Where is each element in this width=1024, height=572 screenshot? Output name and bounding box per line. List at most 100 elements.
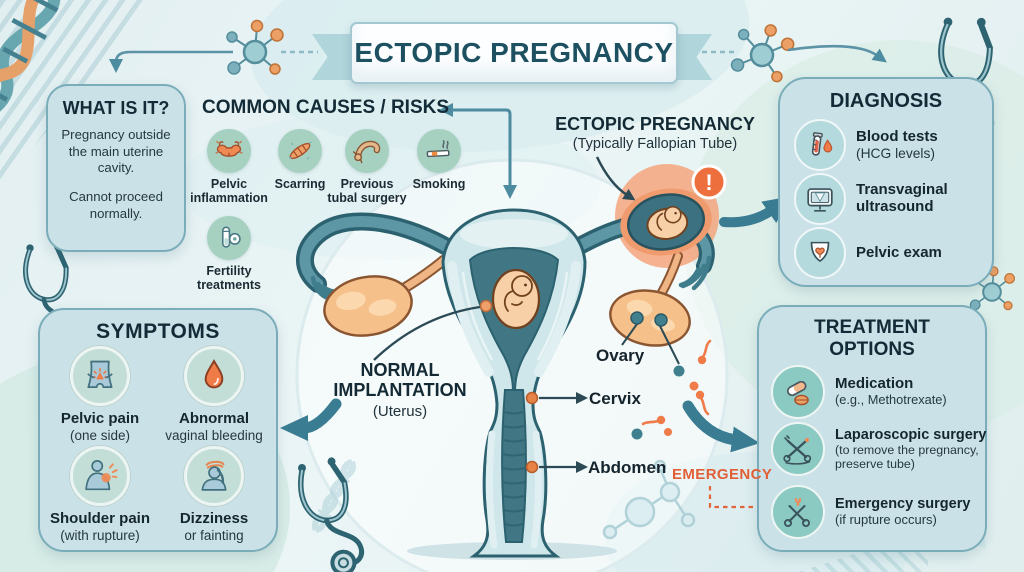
- symptom-sub: or fainting: [184, 527, 244, 543]
- normal-embryo: [491, 268, 541, 330]
- cause-label: Previous tubal surgery: [327, 177, 407, 205]
- left-ovary: [323, 275, 413, 337]
- arrow-to-symptoms: [280, 398, 342, 441]
- symptom-label: Pelvic pain: [60, 410, 140, 427]
- ovary-label: Ovary: [596, 346, 645, 365]
- diagnosis-item: Transvaginal ultrasound: [794, 173, 976, 225]
- normal-leader-line: [373, 305, 481, 361]
- ectopic-leader-line: [595, 156, 636, 201]
- ectopic-callout-sub: (Typically Fallopian Tube): [572, 136, 738, 152]
- laparoscopy-icon: [783, 435, 812, 465]
- emergency-label: EMERGENCY: [672, 466, 773, 483]
- arrow-to-treatment: [682, 400, 760, 453]
- scar-icon: [289, 141, 312, 160]
- diagnosis-label: Blood tests: [856, 127, 938, 145]
- symptom-item: Dizziness or fainting: [159, 446, 269, 543]
- cause-item: Pelvic inflammation: [185, 129, 273, 205]
- banner-box: ECTOPIC PREGNANCY: [350, 22, 678, 84]
- blood-drop-icon: [204, 359, 224, 389]
- symptom-sub: vaginal bleeding: [165, 427, 263, 443]
- treatment-label: Medication: [835, 375, 914, 393]
- treatment-label: Emergency surgery: [835, 496, 971, 513]
- ectopic-embryo: [620, 188, 712, 256]
- treatment-label: Laparoscopic surgery: [835, 426, 987, 443]
- molecule-icon: [602, 459, 696, 540]
- arrow-to-uterus: [503, 108, 517, 199]
- ovary-leader-line: [621, 323, 638, 346]
- treatment-item: Emergency surgery (if rupture occurs): [771, 485, 985, 539]
- what-is-it-text: Pregnancy outside the main uterine cavit…: [61, 127, 171, 176]
- what-is-it-title: WHAT IS IT?: [62, 98, 170, 118]
- right-ovary: [609, 289, 691, 347]
- cause-label: Smoking: [412, 177, 466, 191]
- diagnosis-label: Pelvic exam: [856, 243, 942, 261]
- emergency-surgery-icon: [784, 497, 810, 527]
- treatment-item: Laparoscopic surgery (to remove the preg…: [771, 422, 987, 476]
- diagnosis-item: Pelvic exam: [794, 227, 942, 279]
- fertility-test-tube-icon: [221, 226, 241, 248]
- symptom-label: Dizziness: [179, 510, 249, 527]
- symptom-item: Pelvic pain (one side): [45, 346, 155, 443]
- symptom-item: Shoulder pain (with rupture): [45, 446, 155, 543]
- symptom-sub: (one side): [69, 427, 131, 443]
- cigarette-icon: [426, 140, 450, 158]
- arrow-ectopic-to-diagnosis: [719, 196, 792, 228]
- cause-label: Fertility treatments: [197, 264, 261, 292]
- ovary-leader-line: [659, 325, 680, 365]
- what-is-it-panel: WHAT IS IT? Pregnancy outside the main u…: [46, 84, 186, 252]
- page-title: ECTOPIC PREGNANCY: [354, 37, 674, 68]
- arrow-to-diagnosis: [787, 44, 887, 63]
- diagnosis-sub: (HCG levels): [856, 145, 935, 161]
- treatment-sub: (e.g., Methotrexate): [835, 392, 947, 408]
- treatment-panel: TREATMENT OPTIONS Medication (e.g., Meth…: [757, 305, 987, 552]
- abdomen-label: Abdomen: [588, 458, 667, 477]
- normal-implantation-callout: NORMAL IMPLANTATION (Uterus): [330, 360, 470, 420]
- alert-icon: !: [691, 164, 727, 200]
- title-banner: ECTOPIC PREGNANCY: [312, 22, 712, 86]
- symptom-sub: (with rupture): [60, 527, 140, 543]
- cause-item: Smoking: [395, 129, 483, 191]
- ultrasound-icon: [807, 188, 833, 212]
- molecule-icon: [728, 16, 799, 85]
- cervix-label: Cervix: [589, 389, 641, 408]
- arrow-to-what-is-it: [109, 50, 233, 73]
- fallopian-tubes: [296, 212, 715, 302]
- diagnosis-title: DIAGNOSIS: [829, 90, 943, 112]
- what-is-it-text: Cannot proceed normally.: [69, 188, 163, 221]
- diagnosis-panel: DIAGNOSIS Blood tests (HCG levels): [778, 77, 994, 287]
- blood-test-icon: [811, 132, 833, 156]
- normal-implantation-title: NORMAL IMPLANTATION: [333, 360, 467, 400]
- treatment-sub: (if rupture occurs): [835, 511, 937, 527]
- causes-title: COMMON CAUSES / RISKS: [202, 97, 450, 118]
- cause-item: Fertility treatments: [185, 216, 273, 292]
- cause-item: Scarring: [256, 129, 344, 191]
- tubal-surgery-icon: [352, 140, 381, 164]
- ectopic-callout: ECTOPIC PREGNANCY (Typically Fallopian T…: [545, 114, 765, 152]
- molecule-icon: [225, 19, 285, 76]
- cause-item: Previous tubal surgery: [323, 129, 411, 205]
- treatment-item: Medication (e.g., Methotrexate): [771, 365, 985, 419]
- diagnosis-label: Transvaginal ultrasound: [856, 181, 948, 215]
- ectopic-callout-title: ECTOPIC PREGNANCY: [555, 114, 755, 134]
- symptom-item: Abnormal vaginal bleeding: [159, 346, 269, 443]
- pelvic-exam-icon: [810, 241, 830, 263]
- uterus-inflammation-icon: [215, 140, 243, 157]
- cause-label: Scarring: [274, 177, 326, 191]
- dizziness-icon: [201, 460, 227, 491]
- emergency-dashed-line: [708, 486, 770, 509]
- normal-implantation-sub: (Uterus): [372, 402, 428, 420]
- shoulder-pain-icon: [85, 460, 118, 491]
- symptoms-title: SYMPTOMS: [96, 320, 220, 343]
- cell-decorations: [631, 339, 712, 440]
- symptoms-panel: SYMPTOMS Pelvic pain (one side) Abnor: [38, 308, 278, 552]
- treatment-title: TREATMENT OPTIONS: [814, 317, 930, 360]
- svg-text:!: !: [705, 170, 712, 195]
- symptom-label: Abnormal: [178, 410, 249, 427]
- pelvic-pain-icon: [87, 360, 113, 388]
- treatment-sub: (to remove the pregnancy, preserve tube): [835, 442, 979, 472]
- medication-icon: [787, 380, 809, 406]
- diagnosis-item: Blood tests (HCG levels): [794, 119, 938, 171]
- cause-label: Pelvic inflammation: [190, 177, 268, 205]
